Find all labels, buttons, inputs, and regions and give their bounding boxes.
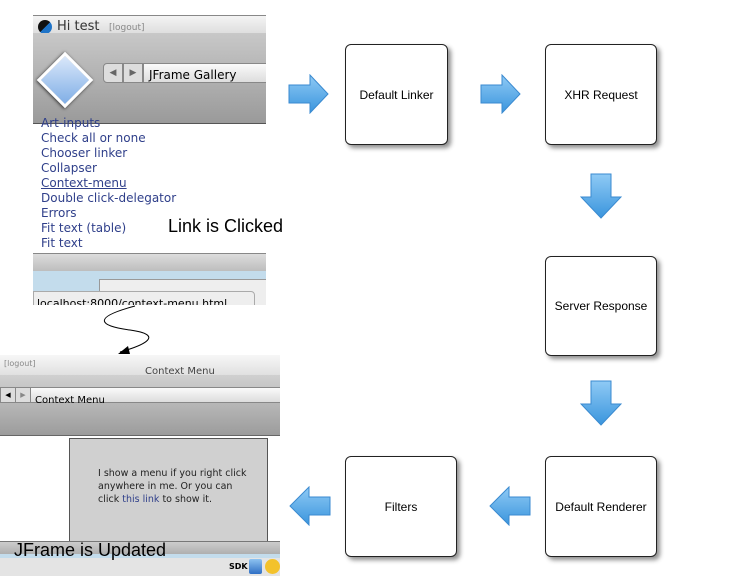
arrow-down-icon [580,173,622,219]
link-list: Art-inputs Check all or none Chooser lin… [41,116,176,251]
link-fit-text-table[interactable]: Fit text (table) [41,221,127,235]
status-bar-url: localhost:8000/context-menu.html [33,291,255,305]
link-context-menu[interactable]: Context-menu [41,176,127,190]
link-art-inputs[interactable]: Art-inputs [41,116,101,130]
arrow-left-icon [289,486,331,526]
location-bar[interactable]: JFrame Gallery [143,63,266,83]
curved-connector-arrow [103,305,150,354]
greeting: Hi test [57,19,100,34]
sdk-label: SDK [229,562,248,571]
logout-link[interactable]: [logout] [4,359,36,368]
forward-button[interactable]: ▶ [123,63,143,83]
dock-app-icon[interactable] [249,559,262,574]
link-collapser[interactable]: Collapser [41,161,97,175]
arrow-down-icon [580,380,622,426]
step-filters: Filters [345,456,457,557]
step-default-linker: Default Linker [345,44,448,145]
link-fit-text[interactable]: Fit text [41,236,83,250]
arrow-left-icon [489,486,531,526]
app-logo-icon [38,20,52,34]
location-bar[interactable]: Context Menu [30,387,280,406]
context-menu-demo-box[interactable]: I show a menu if you right click anywher… [69,438,268,545]
step-default-renderer: Default Renderer [545,456,657,557]
back-button[interactable]: ◀ [103,63,123,83]
caption-link-clicked: Link is Clicked [168,216,284,236]
logout-link[interactable]: [logout] [109,23,145,33]
step-server-response: Server Response [545,256,657,356]
arrow-right-icon [480,74,521,114]
back-button[interactable]: ◀ [0,387,16,403]
link-check-all[interactable]: Check all or none [41,131,146,145]
link-chooser-linker[interactable]: Chooser linker [41,146,128,160]
forward-button[interactable]: ▶ [15,387,31,403]
link-errors[interactable]: Errors [41,206,77,220]
link-double-click[interactable]: Double click-delegator [41,191,177,205]
dock-app-icon-2[interactable] [265,559,280,574]
this-link[interactable]: this link [122,494,160,505]
jframe-gallery-screenshot: Hi test [logout] ◀ ▶ JFrame Gallery Art-… [33,15,266,305]
context-menu-screenshot: [logout] Context Menu ◀ ▶ Context Menu I… [0,355,280,576]
window-title: Context Menu [145,366,215,377]
arrow-right-icon [288,74,329,114]
step-xhr-request: XHR Request [545,44,657,145]
caption-jframe-updated: JFrame is Updated [14,540,167,560]
